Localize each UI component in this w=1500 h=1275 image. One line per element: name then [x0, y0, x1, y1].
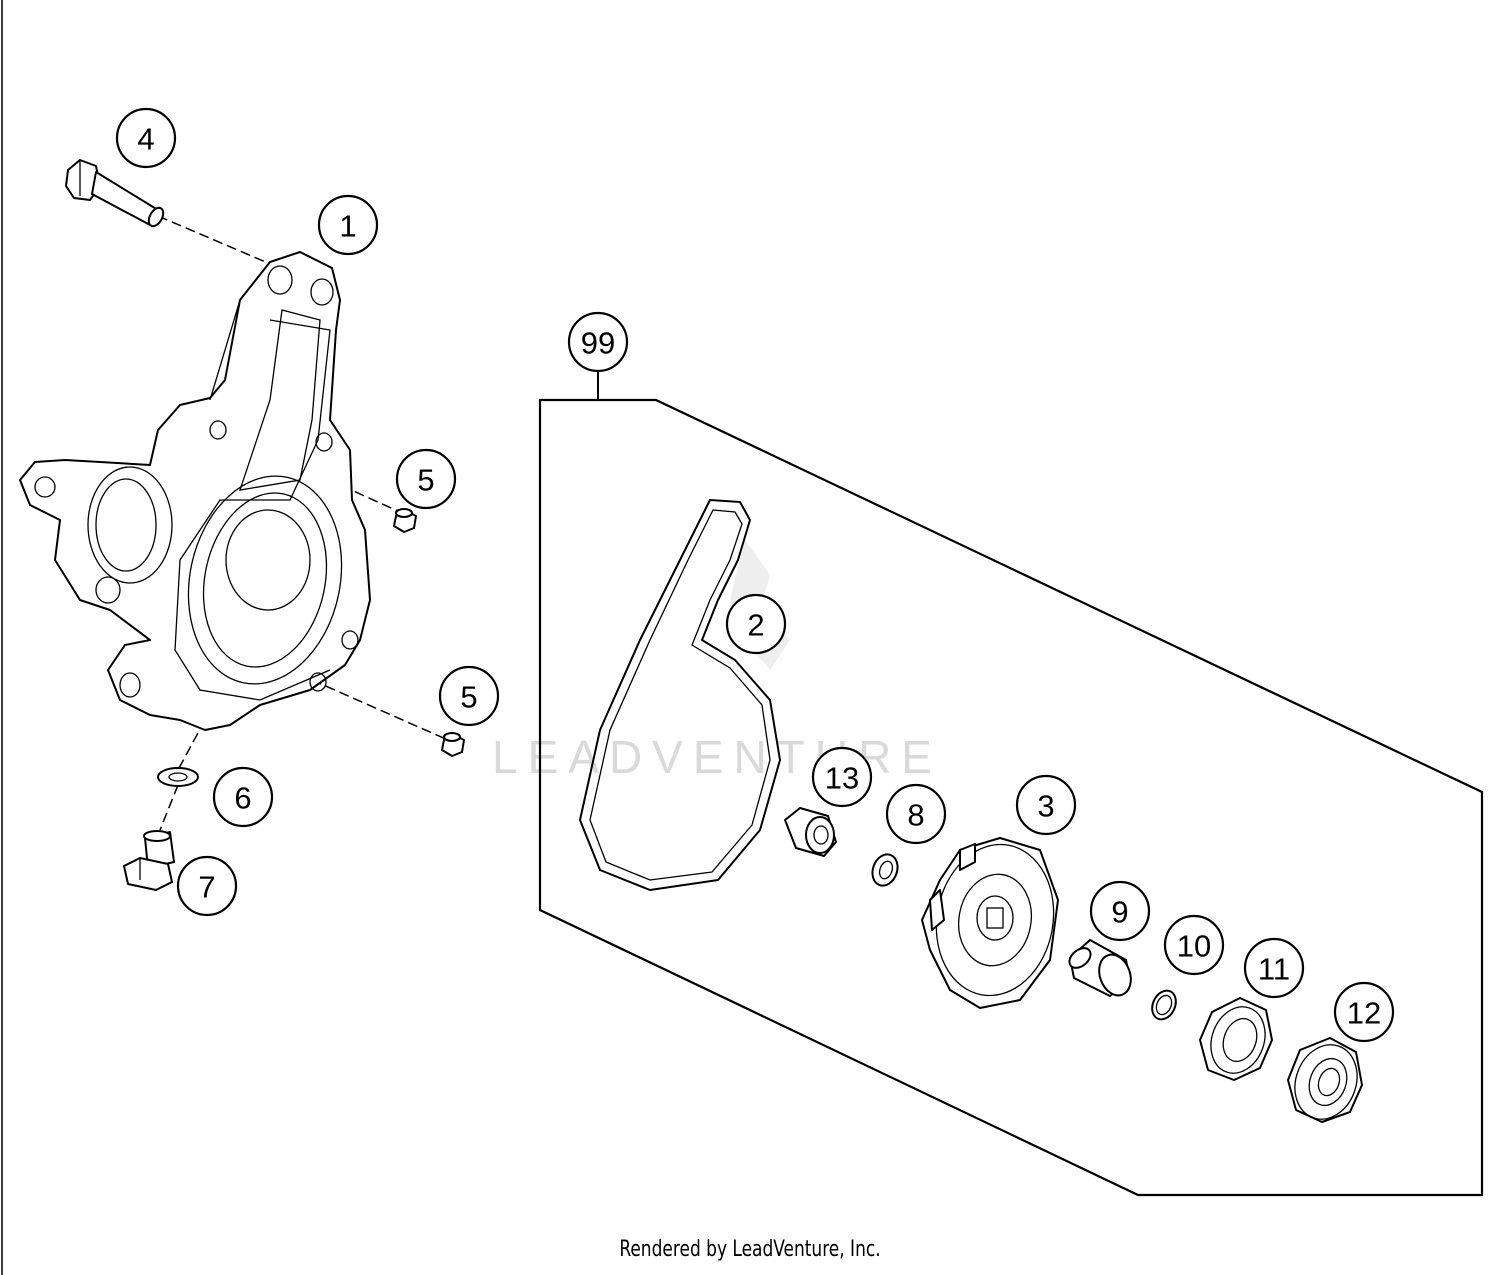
svg-text:5: 5	[417, 463, 434, 498]
callout-4: 4	[115, 107, 177, 169]
svg-text:3: 3	[1037, 789, 1054, 824]
bushing-part-9	[1068, 939, 1132, 997]
callout-5a: 5	[395, 448, 457, 510]
seal-part-12	[1287, 1037, 1363, 1123]
ring-part-8	[871, 853, 899, 887]
kit-outline	[538, 398, 1484, 1197]
svg-text:9: 9	[1111, 895, 1128, 930]
drain-screw-part-7	[123, 830, 175, 891]
svg-text:6: 6	[234, 781, 251, 816]
svg-text:11: 11	[1258, 952, 1290, 987]
washer-part-6	[157, 767, 199, 787]
nut-part-13	[784, 807, 837, 857]
callout-9: 9	[1089, 880, 1151, 942]
impeller-part-3	[921, 837, 1059, 1009]
dowel-pin-part-5a	[393, 508, 417, 533]
callout-3: 3	[1015, 774, 1077, 836]
svg-text:4: 4	[137, 122, 154, 157]
callout-5b: 5	[438, 665, 500, 727]
shaft-seal-part-11	[1199, 997, 1273, 1081]
callout-99: 99	[567, 311, 629, 373]
circlip-part-10	[1151, 989, 1177, 1021]
svg-text:5: 5	[460, 680, 477, 715]
callout-10: 10	[1163, 914, 1225, 976]
svg-text:8: 8	[907, 798, 924, 833]
svg-text:10: 10	[1177, 929, 1211, 964]
watermark: LEADVENTURE	[492, 540, 942, 783]
footer-credit: Rendered by LeadVenture, Inc.	[619, 1237, 881, 1262]
bolt-part-4	[65, 159, 165, 228]
pump-housing-part-1	[19, 251, 371, 731]
callout-6: 6	[212, 766, 274, 828]
svg-text:1: 1	[339, 209, 356, 244]
gasket-part-2	[579, 499, 781, 891]
callout-2: 2	[725, 593, 787, 655]
svg-text:2: 2	[747, 608, 764, 643]
svg-text:13: 13	[825, 761, 859, 796]
svg-text:99: 99	[581, 326, 615, 361]
callout-11: 11	[1243, 937, 1305, 999]
callout-12: 12	[1333, 981, 1395, 1043]
svg-text:12: 12	[1347, 996, 1381, 1031]
callout-1: 1	[317, 194, 379, 256]
svg-text:7: 7	[198, 870, 215, 905]
callout-13: 13	[811, 746, 873, 808]
watermark-text: LEADVENTURE	[492, 731, 942, 783]
callout-8: 8	[885, 783, 947, 845]
callout-7: 7	[176, 855, 238, 917]
dowel-pin-part-5b	[441, 732, 465, 757]
